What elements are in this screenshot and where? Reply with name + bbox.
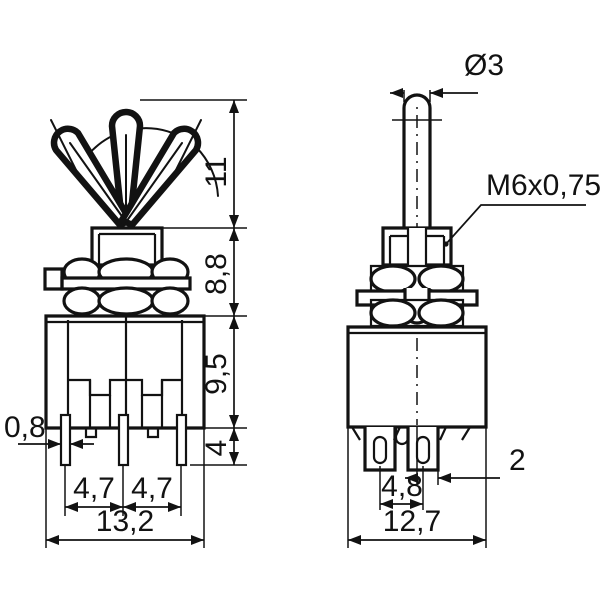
lever-side [392,93,442,238]
dim-label-terminal-offset: 2 [509,444,526,477]
dim-label-terminal-pitch: 4,8 [381,470,423,503]
pin-left [59,413,72,467]
side-view [346,93,488,472]
washer-plate-side [355,289,479,307]
front-view-dimensions: 11 8,8 9,5 4 0,8 [4,99,247,548]
dim-lever-diameter: Ø3 [390,49,504,102]
leader-thread [445,204,586,245]
lever-left-tick [50,119,81,179]
bushing-slot-fill [408,228,426,265]
pin-notch-2 [146,428,160,439]
hex-nut-lower-side [369,298,465,328]
dim-label-lever-height: 11 [200,156,233,187]
lug-right-hole [415,435,431,465]
threaded-bushing-side [381,226,453,267]
lever-left-axis [69,142,127,223]
lever-right-axis [125,142,183,223]
hex-nut-lower-front [62,286,190,316]
callout-thread: M6x0,75 [443,169,600,247]
dim-label-pitch-right: 4,7 [131,472,173,505]
dim-lever-height: 11 [200,100,239,228]
lever-position-left [50,119,134,229]
lock-washer-front [43,267,192,291]
dim-label-pitch-left: 4,7 [73,472,115,505]
dim-label-body-depth: 12,7 [383,505,441,538]
lever-position-right [118,119,202,229]
dim-label-body-width: 13,2 [96,505,154,538]
dim-body-width: 13,2 [46,505,204,545]
leader-dot-thread [443,241,449,247]
dim-pin-length: 4 [200,428,239,465]
pin-center [117,413,130,467]
terminal-block-front [68,316,182,428]
dim-label-bushing-height: 8,8 [200,253,233,295]
dim-label-lever-diameter: Ø3 [464,49,504,82]
lever-right-tick [171,119,202,179]
side-view-dimensions: Ø3 M6x0,75 2 4,8 12,7 [347,49,600,548]
pin-right [175,413,188,467]
pin-notch-1 [84,428,98,439]
toggle-swing-arc [77,127,219,197]
dim-bushing-height: 8,8 [200,228,239,316]
lug-bend-lines [351,426,471,441]
dim-terminal-pitch: 4,8 [379,466,424,510]
lug-center-stub [394,427,410,446]
dim-pitch-left: 4,7 [65,472,123,512]
dim-terminal-offset: 2 [405,427,526,485]
lug-left-hole [372,435,388,465]
dim-label-thread: M6x0,75 [486,169,600,202]
switch-body-side [346,325,488,429]
washer-tab [43,267,64,291]
dim-body-height: 9,5 [200,316,239,428]
dim-label-pin-length: 4 [200,440,233,457]
front-view [43,108,219,467]
dim-label-pin-thickness: 0,8 [4,411,46,444]
dim-body-depth: 12,7 [347,427,487,548]
dim-label-body-height: 9,5 [200,353,233,395]
bushing-slot-edges [406,228,428,265]
dim-pitch-right: 4,7 [123,472,181,512]
dim-pin-thickness: 0,8 [4,411,94,449]
lever-side-body [402,93,432,238]
